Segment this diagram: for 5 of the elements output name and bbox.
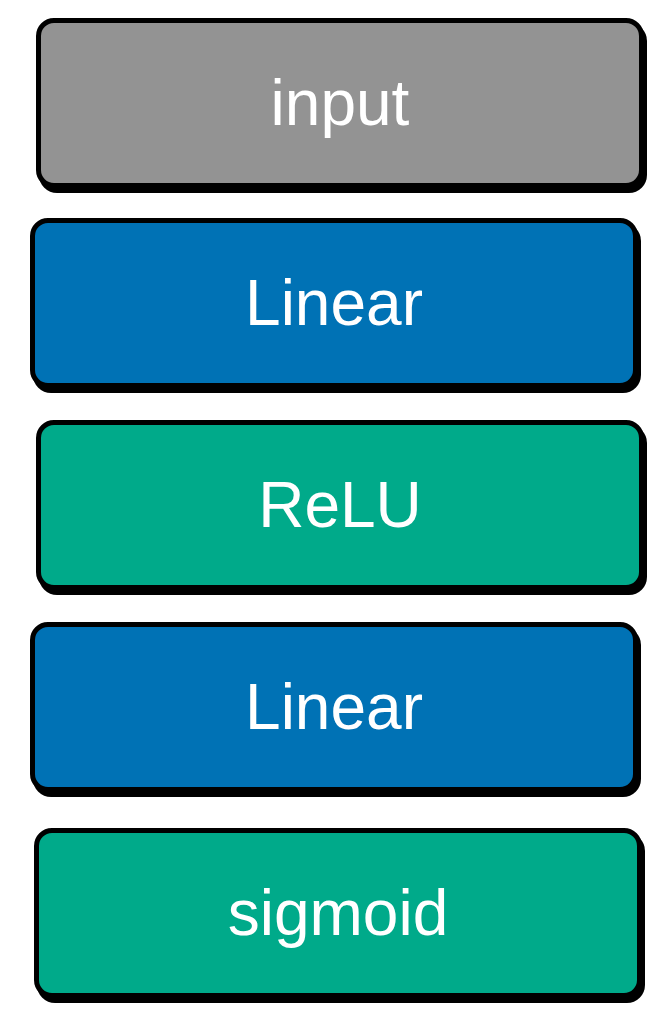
layer-label: sigmoid (227, 876, 449, 951)
layer-label: input (270, 66, 410, 141)
layer-label: ReLU (258, 468, 422, 543)
layer-label: Linear (245, 670, 423, 745)
layer-label: Linear (245, 266, 423, 341)
